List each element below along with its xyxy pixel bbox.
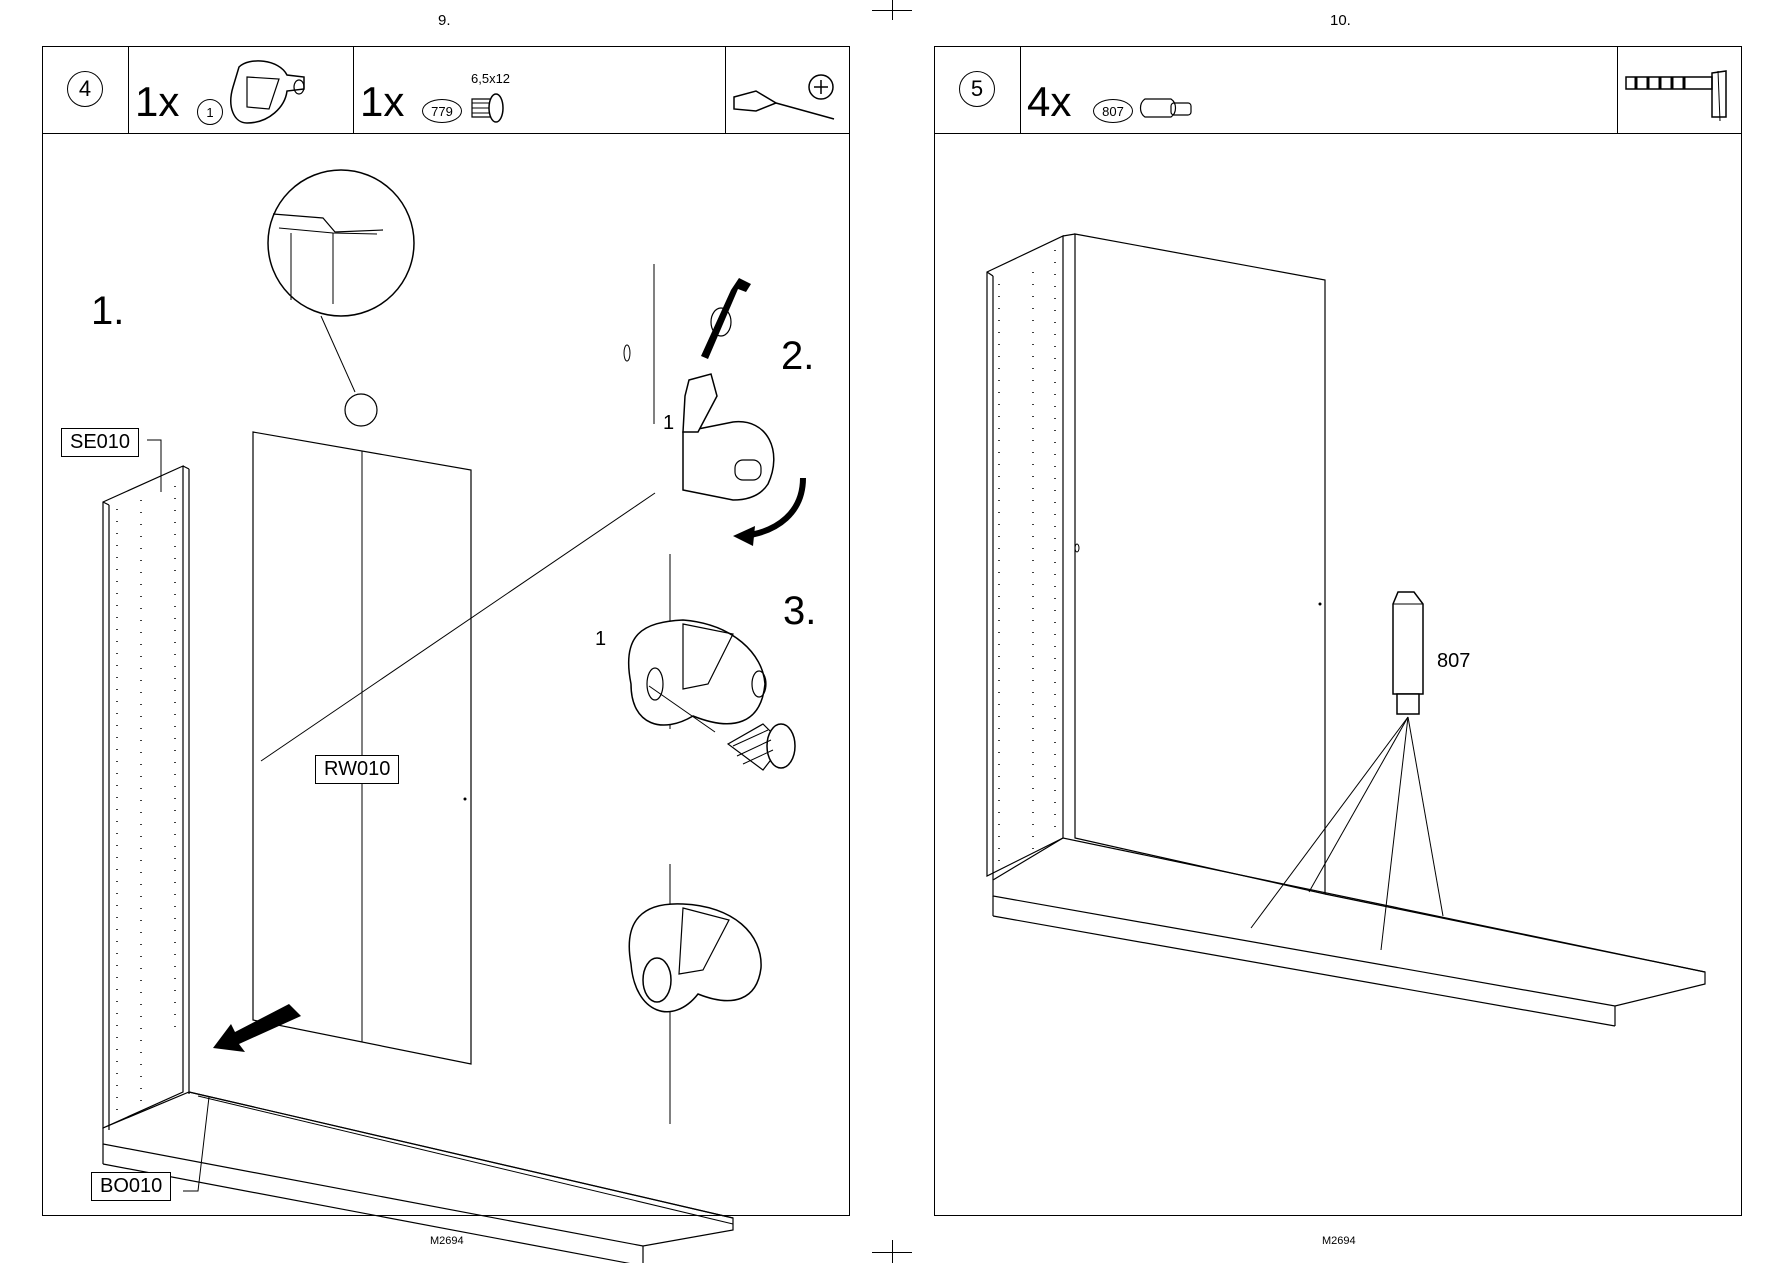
dowel-icon <box>1139 98 1192 118</box>
part-size: 6,5x12 <box>471 71 511 86</box>
step-header: 4 1x 1 1x 779 6,5x12 <box>43 47 849 134</box>
part-quantity: 1x <box>360 78 405 125</box>
part-cell-screw: 1x 779 6,5x12 <box>354 47 726 133</box>
substep-3: 3. <box>783 589 817 633</box>
part-cell-connector: 1x 1 <box>129 47 354 133</box>
substep-2: 2. <box>781 334 815 378</box>
crop-mark-top-h <box>872 10 912 11</box>
tool-cell <box>726 47 849 133</box>
step-cell: 5 <box>935 47 1021 133</box>
part-id: 1 <box>197 99 223 125</box>
screwdriver-icon <box>733 74 835 120</box>
connector-callout-2: 1 <box>595 628 607 650</box>
assembly-drawing <box>986 233 1706 1027</box>
side-panel-label: SE010 <box>61 428 140 457</box>
crop-mark-bottom <box>892 1240 893 1263</box>
model-code: M2694 <box>430 1235 464 1247</box>
connector-callout: 1 <box>663 412 675 434</box>
step-number: 5 <box>959 71 995 107</box>
substep-1: 1. <box>91 289 125 333</box>
instruction-sheet-step-5: 5 4x 807 807 <box>934 46 1742 1216</box>
step-cell: 4 <box>43 47 129 133</box>
part-id: 807 <box>1093 99 1133 123</box>
model-code: M2694 <box>1322 1235 1356 1247</box>
screw-icon <box>471 93 504 123</box>
part-quantity: 1x <box>135 78 180 125</box>
step-number: 4 <box>67 71 103 107</box>
part-id: 779 <box>422 99 462 123</box>
step-header: 5 4x 807 <box>935 47 1741 134</box>
instruction-sheet-step-4: 4 1x 1 1x 779 6,5x12 <box>42 46 850 1263</box>
back-panel-label: RW010 <box>315 755 400 784</box>
assembly-drawing <box>102 169 806 1263</box>
connector-icon <box>230 60 305 124</box>
crop-mark-bottom-h <box>872 1252 912 1253</box>
page-number: 9. <box>438 12 451 29</box>
bottom-panel-label: BO010 <box>91 1172 172 1201</box>
part-cell-dowel: 4x 807 <box>1021 47 1618 133</box>
tool-cell <box>1618 47 1741 133</box>
page-number: 10. <box>1330 12 1351 29</box>
hammer-icon <box>1625 70 1727 122</box>
dowel-callout: 807 <box>1437 650 1471 672</box>
part-quantity: 4x <box>1027 78 1072 125</box>
